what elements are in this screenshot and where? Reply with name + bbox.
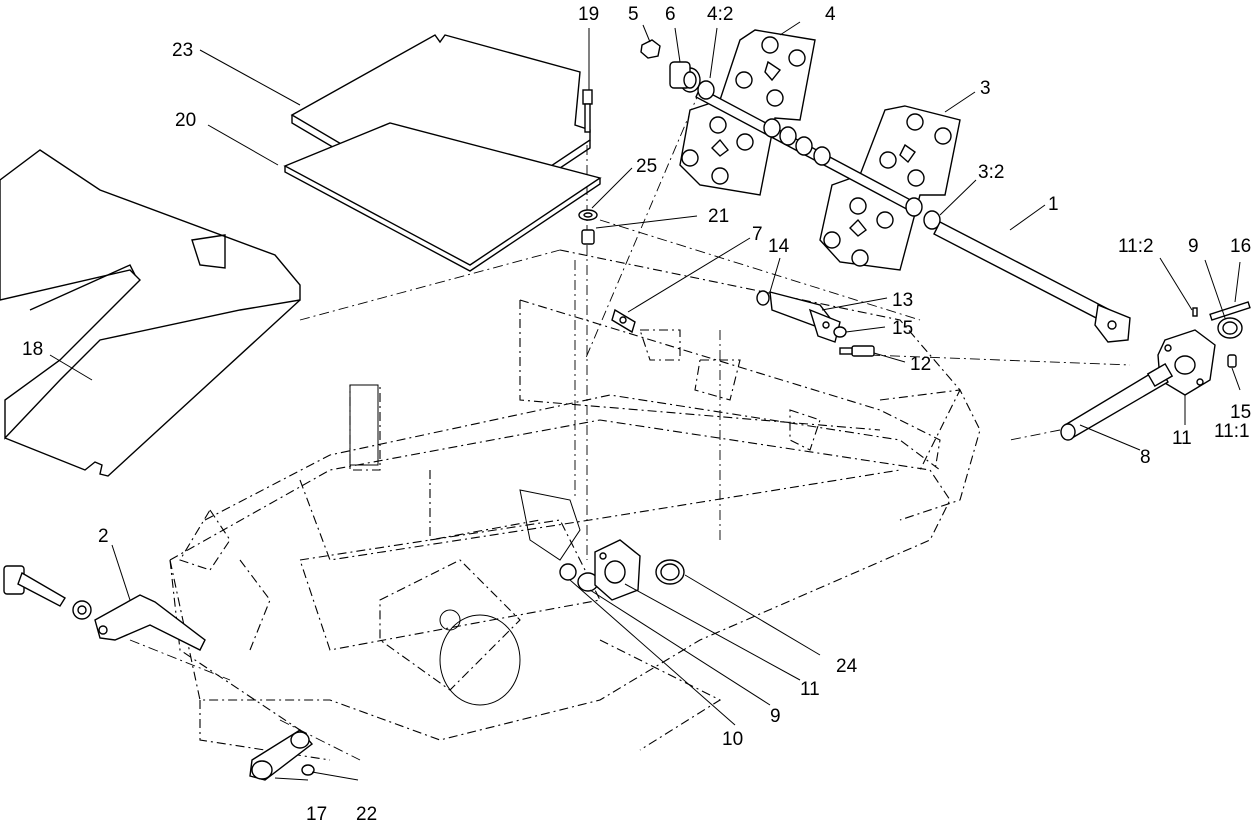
part-25-washer [578,209,598,221]
part-24-seal [655,559,685,585]
callout-12: 12 [910,354,931,375]
part-9-ring [1217,317,1243,339]
part-11-2-set-screw [1192,307,1198,317]
callout-1: 1 [1048,194,1059,215]
callout-11-2: 11:2 [1118,236,1154,257]
callout-2: 2 [98,526,109,547]
part-10-nut [559,563,577,581]
callout-24: 24 [836,656,858,677]
callout-labels: 19 5 6 4:2 4 23 3 20 25 3:2 1 21 7 14 11… [22,4,1251,825]
callout-11-1: 11:1 [1214,421,1250,442]
part-8-shaft [1060,362,1174,441]
callout-15-right: 15 [1230,402,1251,423]
part-7-clip [611,308,636,334]
callout-3: 3 [980,78,991,99]
part-22-nut [301,764,315,776]
part-17-link [249,729,314,781]
callout-16: 16 [1230,236,1251,257]
callout-6: 6 [665,4,676,25]
part-11-flange-bearing-right [1157,329,1216,396]
part-2-pin [3,565,206,651]
leader-lines [49,21,1241,781]
part-14-13-linkage [756,290,847,343]
callout-21: 21 [708,206,729,227]
callout-5: 5 [628,4,639,25]
machine-details [349,384,581,706]
callout-17: 17 [306,804,327,825]
part-3-pedal [819,105,961,271]
part-21-spacer [581,229,595,245]
callout-15-linkage: 15 [892,318,913,339]
part-11-flange-bearing-center [594,539,641,601]
part-12-bolt [839,345,875,357]
callout-3-2: 3:2 [978,162,1004,183]
callout-9-center: 9 [770,706,781,727]
callout-23: 23 [172,40,193,61]
callout-7: 7 [752,224,763,245]
part-18-floor-plate [0,149,301,477]
machine-frame [169,249,981,761]
callout-10: 10 [722,729,743,750]
callout-9-right: 9 [1188,236,1199,257]
callout-18: 18 [22,339,43,360]
callout-19: 19 [578,4,599,25]
callout-20: 20 [175,110,196,131]
part-20-mat [283,122,602,272]
part-15-fitting [1227,354,1237,368]
part-1-shaft [933,221,1131,343]
callout-11-right: 11 [1172,428,1192,449]
part-16-bolt [1209,301,1251,321]
callout-14: 14 [768,236,790,257]
part-5-nut [640,39,661,59]
callout-25: 25 [636,156,657,177]
callout-4: 4 [825,4,836,25]
callout-11-center: 11 [800,679,820,700]
part-6-bearing [669,61,697,89]
callout-8: 8 [1140,447,1151,468]
callout-13: 13 [892,290,913,311]
pedal-shaft-tubes [679,67,941,230]
callout-22: 22 [356,804,377,825]
part-19-bolt [582,89,593,133]
callout-4-2: 4:2 [707,4,733,25]
